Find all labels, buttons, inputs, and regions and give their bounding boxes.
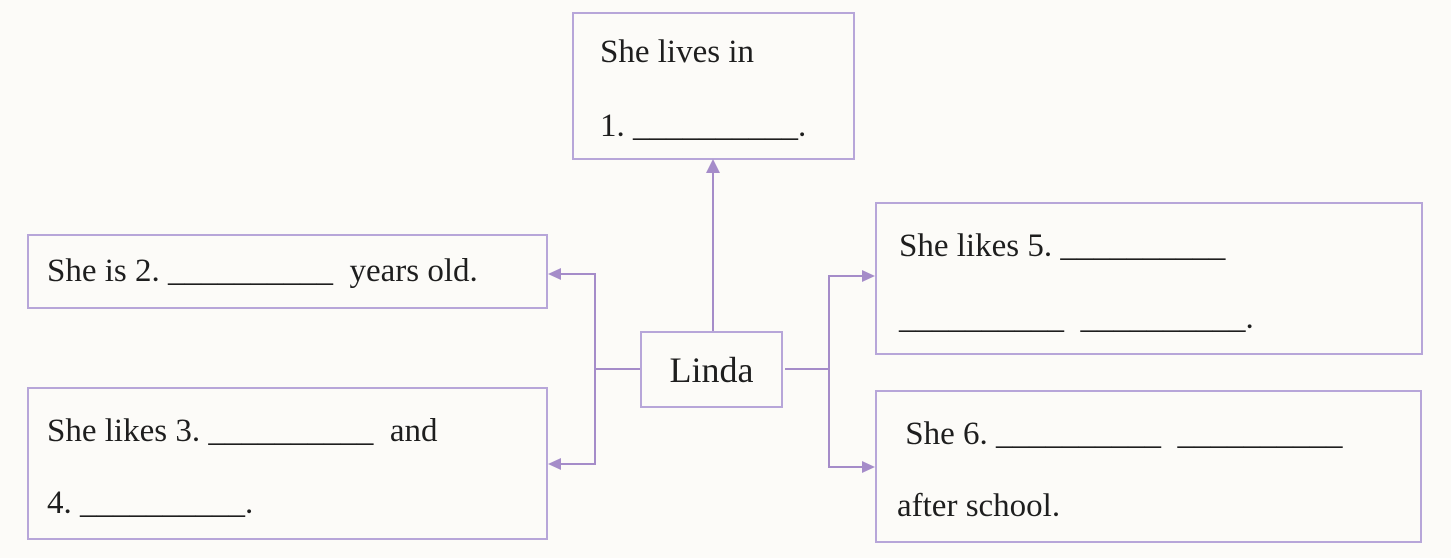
node-likes-3-4-line2: 4. __________. [47, 485, 254, 521]
node-linda-label: Linda [669, 349, 754, 390]
arrowhead-left-bottom-icon [548, 458, 561, 470]
node-likes-5-line1: She likes 5. __________ [899, 228, 1226, 264]
connector-to-likes-5 [830, 275, 864, 277]
node-does-6: She 6. __________ __________ after schoo… [875, 390, 1422, 543]
node-likes-3-4: She likes 3. __________ and 4. _________… [27, 387, 548, 540]
connector-linda-to-lives [712, 170, 714, 331]
node-linda: Linda [640, 331, 783, 408]
node-age-line1: She is 2. __________ years old. [47, 253, 478, 289]
connector-linda-left-stem [594, 368, 640, 370]
arrowhead-right-top-icon [862, 270, 875, 282]
node-likes-3-4-line1: She likes 3. __________ and [47, 413, 438, 449]
connector-linda-right-stem [785, 368, 830, 370]
node-lives: She lives in 1. __________. [572, 12, 855, 160]
connector-left-bracket [594, 273, 596, 465]
node-age: She is 2. __________ years old. [27, 234, 548, 309]
arrowhead-right-bottom-icon [862, 461, 875, 473]
connector-to-likes-3-4 [558, 463, 596, 465]
node-likes-5: She likes 5. __________ __________ _____… [875, 202, 1423, 355]
node-lives-line1: She lives in [600, 34, 754, 70]
arrowhead-left-top-icon [548, 268, 561, 280]
node-does-6-line2: after school. [897, 488, 1061, 524]
arrowhead-up-icon [706, 159, 720, 173]
node-likes-5-line2: __________ __________. [899, 300, 1254, 336]
connector-right-bracket [828, 275, 830, 468]
connector-to-does-6 [830, 466, 864, 468]
node-lives-line2: 1. __________. [600, 108, 807, 144]
connector-to-age [558, 273, 596, 275]
node-does-6-line1: She 6. __________ __________ [897, 416, 1343, 452]
